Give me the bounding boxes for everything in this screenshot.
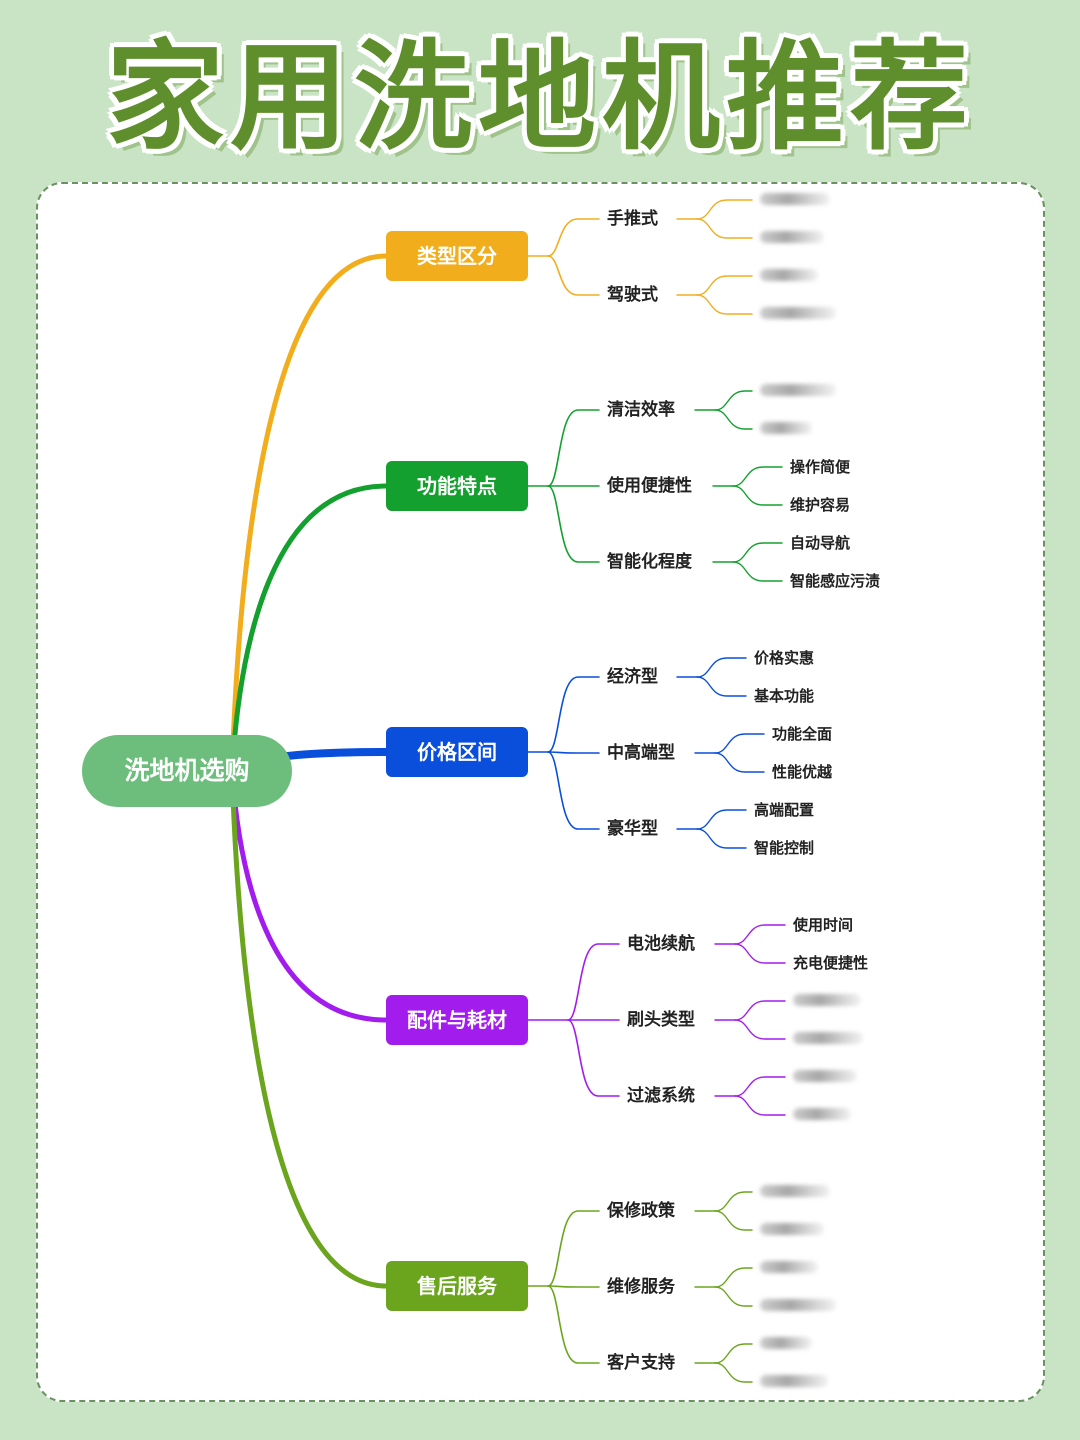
blurred-leaf-text [760,193,830,205]
leaf-node: 基本功能 [754,687,815,705]
blurred-leaf-text [760,307,836,319]
branch-connector [229,253,389,774]
leaf-connector [696,828,747,849]
leaf-connector [696,218,753,239]
leaf-connector [714,1267,753,1288]
leaf-node: 充电便捷性 [793,954,869,972]
leaf-node: 使用时间 [793,916,854,934]
branch-node: 价格区间 [386,727,528,777]
blurred-leaf-text [760,1185,830,1197]
sub-node: 客户支持 [607,1353,675,1373]
root-node: 洗地机选购 [82,735,292,807]
sub-connector [547,676,600,753]
leaf-node: 性能优越 [772,763,833,781]
leaf-node: 高端配置 [754,801,815,819]
sub-connector [567,943,620,1021]
blurred-leaf-text [793,1070,857,1082]
leaf-connector [714,752,765,773]
blurred-leaf-text [760,1299,836,1311]
sub-connector [547,1285,600,1364]
branch-connector [229,768,389,1023]
sub-node: 驾驶式 [607,285,658,305]
blurred-leaf-text [760,1261,818,1273]
blurred-leaf-text [793,1032,863,1044]
blurred-leaf-text [760,269,818,281]
leaf-node: 智能控制 [754,839,815,857]
leaf-connector [732,485,783,506]
leaf-connector [696,676,747,697]
sub-connector [547,485,600,563]
leaf-connector [734,1076,786,1097]
page-title: 家用洗地机推荐 [105,28,974,166]
leaf-connector [696,199,753,220]
leaf-connector [696,294,753,315]
sub-connector [547,1210,600,1287]
leaf-connector [732,466,783,487]
blurred-leaf-text [760,231,824,243]
blurred-leaf-text [760,1337,812,1349]
leaf-connector [714,1191,753,1212]
leaf-connector [696,657,747,678]
sub-node: 豪华型 [607,819,658,839]
sub-connector [547,1285,600,1288]
leaf-node: 智能感应污渍 [790,572,881,590]
sub-node: 过滤系统 [627,1086,695,1106]
blurred-leaf-text [760,384,836,396]
branch-node: 功能特点 [386,461,528,511]
branch-connector [229,768,389,1289]
leaf-connector [734,943,786,964]
sub-node: 使用便捷性 [607,476,692,496]
blurred-leaf-text [760,422,812,434]
leaf-node: 功能全面 [772,725,833,743]
leaf-connector [696,809,747,830]
branch-node: 配件与耗材 [386,995,528,1045]
sub-node: 手推式 [607,209,658,229]
leaf-node: 自动导航 [790,534,851,552]
sub-node: 中高端型 [607,743,675,763]
leaf-connector [714,1343,753,1364]
leaf-node: 操作简便 [790,458,851,476]
blurred-leaf-text [760,1223,824,1235]
blurred-leaf-text [760,1375,828,1387]
sub-connector [547,409,600,487]
sub-node: 刷头类型 [627,1010,695,1030]
leaf-connector [714,733,765,754]
sub-connector [547,751,600,830]
leaf-connector [734,1019,786,1040]
leaf-node: 价格实惠 [754,649,815,667]
leaf-connector [696,275,753,296]
leaf-connector [714,1362,753,1383]
sub-connector [547,218,600,257]
leaf-connector [734,924,786,945]
branch-node: 类型区分 [386,231,528,281]
sub-node: 保修政策 [607,1201,675,1221]
sub-connector [547,751,600,754]
leaf-node: 维护容易 [790,496,851,514]
leaf-connector [732,561,783,582]
leaf-connector [732,542,783,563]
sub-node: 经济型 [607,667,658,687]
leaf-connector [714,409,753,430]
sub-node: 清洁效率 [607,400,675,420]
sub-connector [547,255,600,296]
sub-connector [567,1019,620,1097]
leaf-connector [714,1286,753,1307]
leaf-connector [714,1210,753,1231]
leaf-connector [714,390,753,411]
sub-node: 维修服务 [607,1277,675,1297]
branch-node: 售后服务 [386,1261,528,1311]
blurred-leaf-text [793,1108,851,1120]
leaf-connector [734,1000,786,1021]
branch-connector [229,483,389,774]
sub-node: 电池续航 [627,934,695,954]
blurred-leaf-text [793,994,861,1006]
sub-node: 智能化程度 [607,552,692,572]
leaf-connector [734,1095,786,1116]
